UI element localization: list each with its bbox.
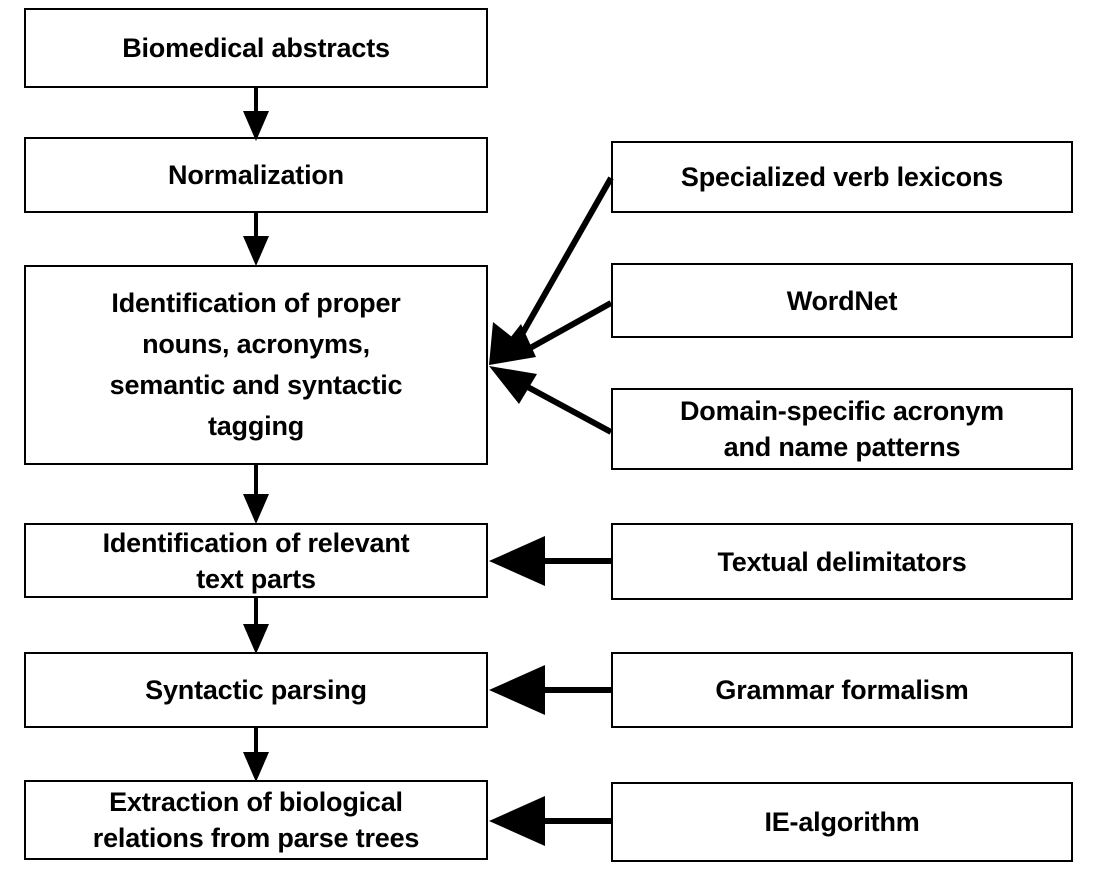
- edge-delimitators-to-relevant-text: [489, 536, 611, 586]
- node-label: Grammar formalism: [715, 675, 969, 705]
- node-label: Textual delimitators: [717, 546, 967, 577]
- node-domain-specific-patterns[interactable]: Domain-specific acronym and name pattern…: [611, 388, 1073, 470]
- node-label: Extraction of biological relations from …: [92, 787, 420, 853]
- edge-wordnet-to-identification: [489, 300, 613, 365]
- edge-grammar-to-parsing: [489, 665, 611, 715]
- edge-abstracts-to-normalization: [243, 88, 269, 141]
- node-grammar-formalism[interactable]: Grammar formalism: [611, 652, 1073, 728]
- node-label: Biomedical abstracts: [122, 33, 390, 63]
- edge-normalization-to-identification: [243, 213, 269, 266]
- node-label: Specialized verb lexicons: [680, 162, 1004, 192]
- node-identification-relevant-text[interactable]: Identification of relevant text parts: [24, 523, 488, 598]
- edge-parsing-to-extraction: [243, 728, 269, 782]
- edge-verb-lexicons-to-identification: [489, 176, 614, 365]
- node-textual-delimitators[interactable]: Textual delimitators: [611, 523, 1073, 600]
- node-label: Syntactic parsing: [145, 675, 367, 705]
- node-wordnet[interactable]: WordNet: [611, 263, 1073, 338]
- edge-relevant-text-to-parsing: [243, 598, 269, 654]
- edge-domain-patterns-to-identification: [489, 366, 613, 435]
- node-biomedical-abstracts[interactable]: Biomedical abstracts: [24, 8, 488, 88]
- edge-ie-algorithm-to-extraction: [489, 796, 611, 846]
- node-label: Identification of relevant text parts: [102, 527, 410, 594]
- node-label: Identification of proper nouns, acronyms…: [109, 288, 403, 441]
- node-syntactic-parsing[interactable]: Syntactic parsing: [24, 652, 488, 728]
- node-label: Normalization: [168, 160, 344, 190]
- node-label: WordNet: [786, 285, 898, 316]
- node-extraction-biological-relations[interactable]: Extraction of biological relations from …: [24, 780, 488, 860]
- node-specialized-verb-lexicons[interactable]: Specialized verb lexicons: [611, 141, 1073, 213]
- node-label: IE-algorithm: [764, 807, 920, 837]
- node-ie-algorithm[interactable]: IE-algorithm: [611, 782, 1073, 862]
- node-identification-proper-nouns[interactable]: Identification of proper nouns, acronyms…: [24, 265, 488, 465]
- edge-identification-to-relevant-text: [243, 465, 269, 524]
- node-label: Domain-specific acronym and name pattern…: [679, 396, 1004, 462]
- node-normalization[interactable]: Normalization: [24, 137, 488, 213]
